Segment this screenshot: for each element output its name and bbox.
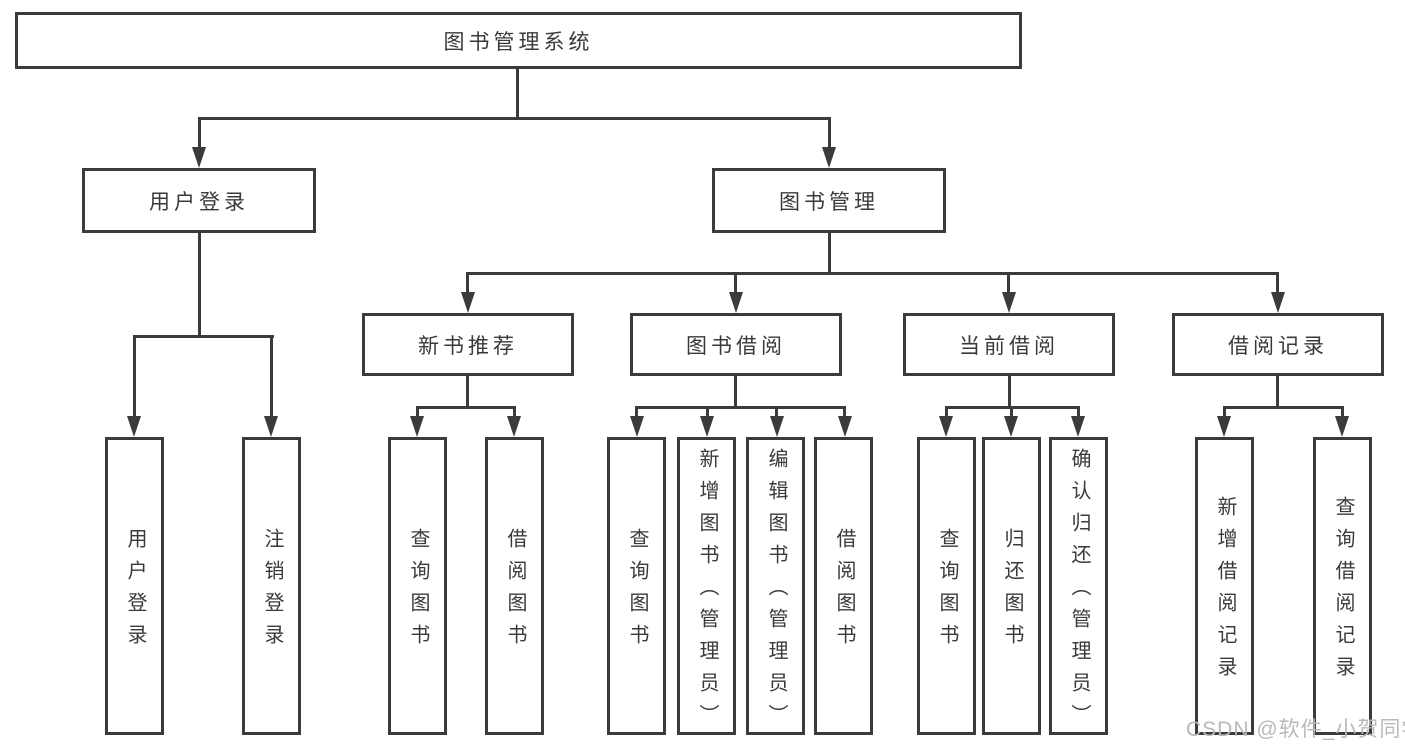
arrow-down-icon: [838, 416, 852, 437]
arrow-down-icon: [127, 416, 141, 437]
connector-line: [1276, 376, 1279, 409]
connector-line: [635, 406, 845, 409]
connector-line: [198, 117, 201, 148]
node-root: 图书管理系统: [15, 12, 1022, 69]
connector-line: [466, 376, 469, 409]
connector-line: [734, 376, 737, 409]
node-current-borrowing: 当前借阅: [903, 313, 1115, 376]
node-leaf-query-books: 查询图书: [917, 437, 976, 735]
node-label: 图书管理: [779, 190, 879, 214]
connector-line: [843, 406, 846, 418]
node-book-borrowing: 图书借阅: [630, 313, 842, 376]
connector-line: [1223, 406, 1344, 409]
connector-line: [270, 335, 273, 418]
arrow-down-icon: [1071, 416, 1085, 437]
node-label: 新增图书（管理员）: [696, 448, 718, 736]
connector-line: [1341, 406, 1344, 418]
arrow-down-icon: [1004, 416, 1018, 437]
node-leaf-query-books: 查询图书: [388, 437, 447, 735]
connector-line: [198, 233, 201, 337]
node-label: 查询图书: [626, 528, 648, 656]
node-leaf-edit-books-admin: 编辑图书（管理员）: [746, 437, 805, 736]
connector-line: [133, 335, 136, 418]
node-borrowing-records: 借阅记录: [1172, 313, 1384, 376]
arrow-down-icon: [1335, 416, 1349, 437]
arrow-down-icon: [630, 416, 644, 437]
connector-line: [516, 69, 519, 120]
node-leaf-return-books: 归还图书: [982, 437, 1041, 735]
node-leaf-borrow-books: 借阅图书: [485, 437, 544, 735]
connector-line: [416, 406, 419, 418]
node-label: 借阅记录: [1228, 334, 1328, 358]
connector-line: [945, 406, 948, 418]
csdn-watermark: CSDN @软件_小贺同学: [1186, 718, 1405, 741]
connector-line: [828, 117, 831, 148]
node-label: 编辑图书（管理员）: [765, 448, 787, 736]
node-label: 用户登录: [149, 190, 249, 214]
connector-line: [635, 406, 638, 418]
connector-line: [775, 406, 778, 418]
node-book-management: 图书管理: [712, 168, 946, 233]
arrow-down-icon: [1217, 416, 1231, 437]
connector-line: [416, 406, 516, 409]
connector-line: [1010, 406, 1013, 418]
node-label: 注销登录: [261, 528, 283, 656]
node-label: 确认归还（管理员）: [1068, 448, 1090, 736]
connector-line: [466, 272, 469, 294]
connector-line: [466, 272, 1279, 275]
node-leaf-user-login: 用户登录: [105, 437, 164, 735]
arrow-down-icon: [1002, 292, 1016, 313]
connector-line: [734, 272, 737, 294]
arrow-down-icon: [729, 292, 743, 313]
arrow-down-icon: [1271, 292, 1285, 313]
node-leaf-add-borrow-record: 新增借阅记录: [1195, 437, 1254, 735]
connector-line: [1008, 376, 1011, 409]
node-label: 新书推荐: [418, 334, 518, 358]
connector-line: [1223, 406, 1226, 418]
node-leaf-borrow-books: 借阅图书: [814, 437, 873, 735]
arrow-down-icon: [822, 147, 836, 168]
node-label: 查询图书: [407, 528, 429, 656]
arrow-down-icon: [939, 416, 953, 437]
connector-line: [198, 117, 831, 120]
arrow-down-icon: [507, 416, 521, 437]
node-label: 借阅图书: [833, 528, 855, 656]
node-new-book-recommend: 新书推荐: [362, 313, 574, 376]
connector-line: [1276, 272, 1279, 294]
node-label: 当前借阅: [959, 334, 1059, 358]
node-label: 图书管理系统: [443, 30, 594, 54]
node-label: 用户登录: [124, 528, 146, 656]
arrow-down-icon: [770, 416, 784, 437]
arrow-down-icon: [700, 416, 714, 437]
node-label: 借阅图书: [504, 528, 526, 656]
node-leaf-query-borrow-record: 查询借阅记录: [1313, 437, 1372, 735]
arrow-down-icon: [410, 416, 424, 437]
connector-line: [513, 406, 516, 418]
node-label: 查询图书: [936, 528, 958, 656]
connector-line: [1077, 406, 1080, 418]
node-label: 新增借阅记录: [1214, 496, 1236, 688]
node-label: 归还图书: [1001, 528, 1023, 656]
node-leaf-logout: 注销登录: [242, 437, 301, 735]
node-user-login: 用户登录: [82, 168, 316, 233]
connector-line: [133, 335, 274, 338]
arrow-down-icon: [461, 292, 475, 313]
connector-line: [1007, 272, 1010, 294]
arrow-down-icon: [264, 416, 278, 437]
node-leaf-confirm-return-admin: 确认归还（管理员）: [1049, 437, 1108, 736]
arrow-down-icon: [192, 147, 206, 168]
node-label: 图书借阅: [686, 334, 786, 358]
connector-line: [706, 406, 709, 418]
connector-line: [828, 233, 831, 275]
node-leaf-query-books: 查询图书: [607, 437, 666, 735]
node-leaf-add-books-admin: 新增图书（管理员）: [677, 437, 736, 736]
node-label: 查询借阅记录: [1332, 496, 1354, 688]
